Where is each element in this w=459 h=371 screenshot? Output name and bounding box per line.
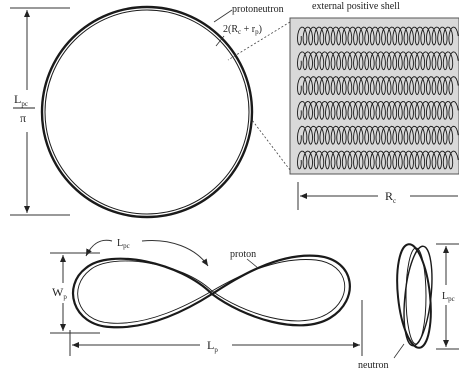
- lpc-curve-arrow-right: [141, 239, 209, 267]
- neutron-pointer: [393, 343, 405, 359]
- protoneutron-figure: Lpc π protoneutron 2(Rc + rp): [10, 4, 284, 219]
- proton-pointer: [246, 258, 259, 269]
- helix-coil-row: [297, 125, 459, 145]
- proton-figure: proton Lpc Wp Lp: [50, 238, 363, 356]
- zoom-line-top: [227, 21, 291, 61]
- helix-coil-row: [297, 150, 459, 170]
- helix-coil-row: [297, 76, 459, 96]
- lpc-curve-arrow-left: [85, 239, 113, 257]
- helix-coil-row: [297, 51, 459, 71]
- external-shell-figure: external positive shell Rc: [227, 1, 459, 210]
- external-shell-label: external positive shell: [312, 1, 400, 12]
- lpc-top-label: Lpc: [117, 238, 130, 250]
- proton-loop-inner: [77, 259, 346, 324]
- rc-label: Rc: [385, 189, 396, 205]
- external-shell-box: [289, 17, 459, 175]
- neutron-ring-2: [403, 245, 433, 347]
- neutron-label: neutron: [358, 360, 389, 371]
- thickness-label: 2(Rc + rp): [223, 24, 262, 36]
- lpc-right-label: Lpc: [442, 291, 455, 303]
- protoneutron-ring-outer: [40, 5, 254, 219]
- helix-coils: [297, 26, 459, 170]
- protoneutron-pointer: [213, 9, 233, 23]
- helix-coil-row: [297, 100, 459, 120]
- helix-coil-row: [297, 26, 459, 46]
- wp-label: Wp: [52, 285, 67, 301]
- neutron-figure: neutron Lpc: [358, 243, 459, 371]
- lp-label: Lp: [207, 338, 218, 354]
- thickness-pointer: [215, 35, 225, 47]
- protoneutron-label: protoneutron: [232, 4, 284, 15]
- proton-label: proton: [230, 249, 256, 260]
- lpc-pi-numerator: Lpc: [14, 92, 28, 108]
- neutron-ring-3: [405, 247, 427, 345]
- neutron-ring-1: [396, 243, 432, 349]
- zoom-line-bottom: [251, 119, 291, 171]
- lpc-pi-denominator: π: [20, 111, 26, 125]
- protoneutron-ring-inner: [44, 9, 250, 215]
- proton-loop-outer: [71, 254, 351, 329]
